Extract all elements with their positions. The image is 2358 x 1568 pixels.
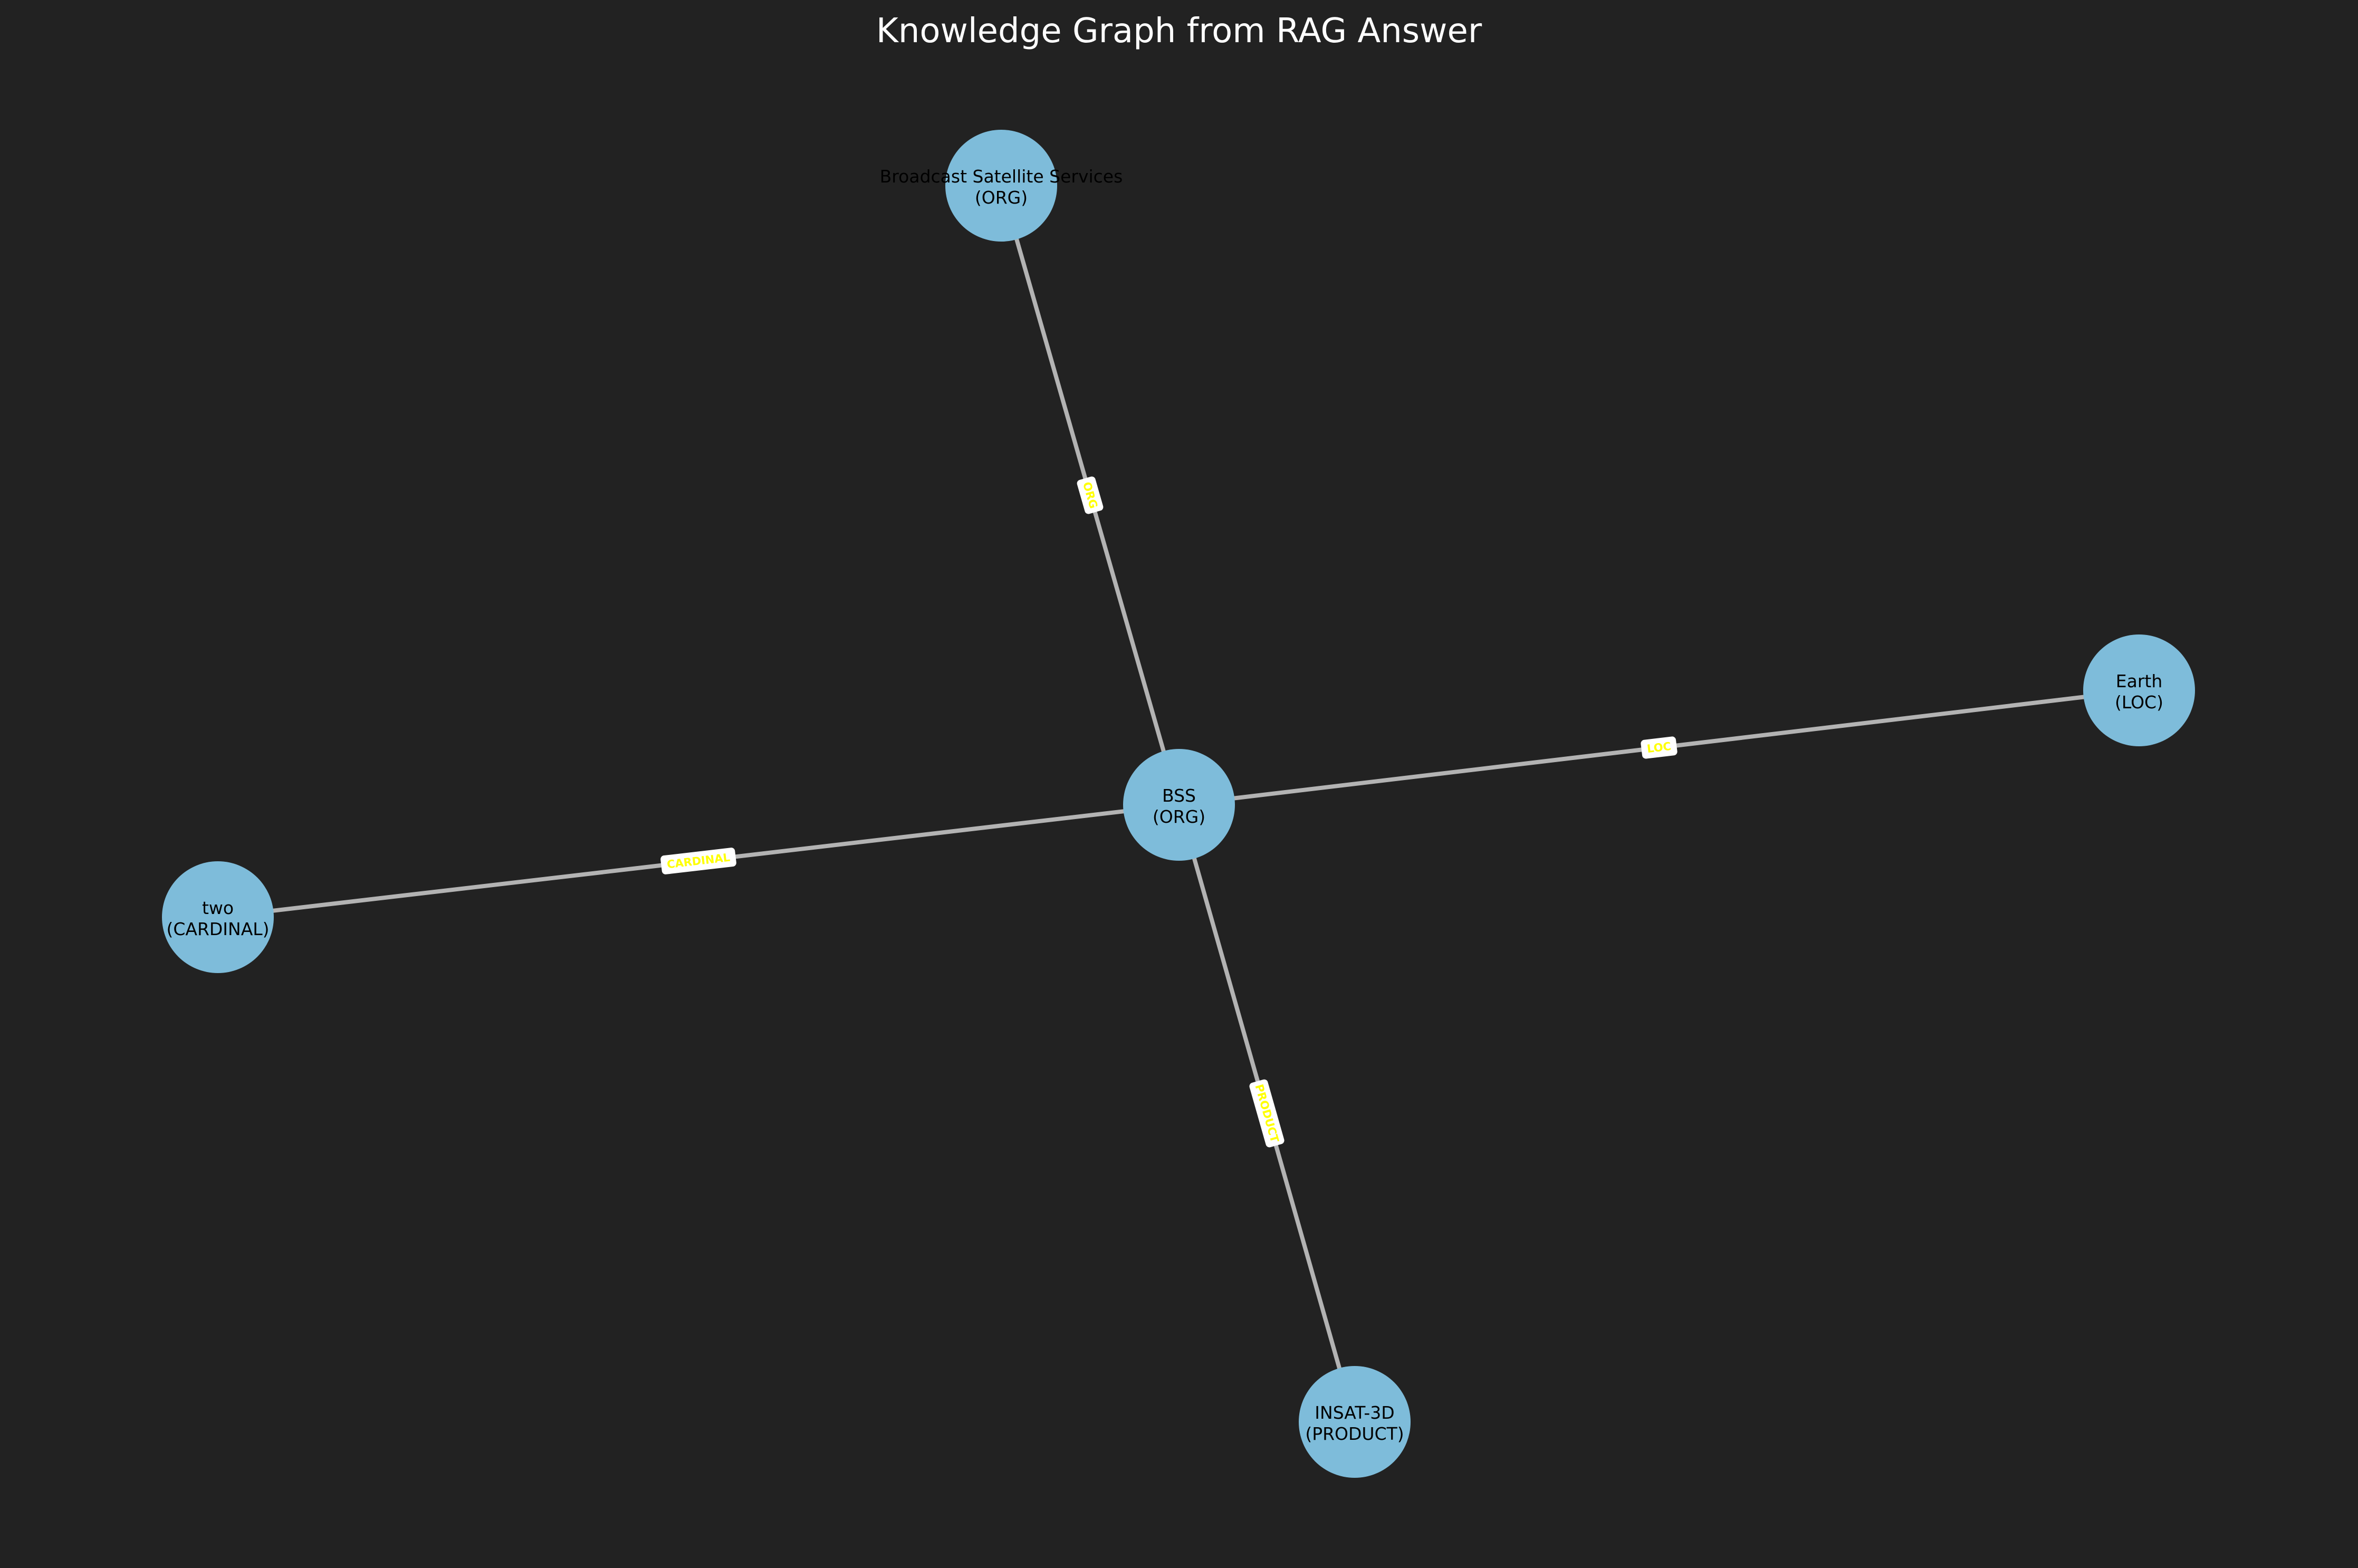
node-earth: Earth(LOC) (2083, 634, 2195, 746)
node-circle (945, 130, 1057, 242)
node-name-label: INSAT-3D (1315, 1402, 1394, 1423)
edge-label-box (1641, 736, 1678, 759)
node-circle (1123, 749, 1235, 861)
node-circle (162, 861, 274, 973)
node-two: two(CARDINAL) (162, 861, 274, 973)
nodes-layer: BSS(ORG)Broadcast Satellite Services(ORG… (162, 130, 2195, 1478)
node-circle (2083, 634, 2195, 746)
edge-label-box (1249, 1079, 1285, 1148)
node-insat: INSAT-3D(PRODUCT) (1299, 1366, 1411, 1478)
node-name-label: two (202, 898, 234, 918)
node-name-label: BSS (1162, 785, 1196, 806)
node-type-label: (ORG) (975, 187, 1028, 208)
edge-label-box (660, 848, 736, 874)
node-type-label: (PRODUCT) (1305, 1423, 1404, 1444)
node-name-label: Earth (2116, 671, 2163, 691)
node-type-label: (CARDINAL) (166, 919, 269, 939)
node-name-label: Broadcast Satellite Services (880, 166, 1123, 187)
node-bss: BSS(ORG) (1123, 749, 1235, 861)
diagram-title: Knowledge Graph from RAG Answer (876, 12, 1482, 51)
node-type-label: (LOC) (2115, 692, 2163, 713)
edge-label-bss-two: CARDINAL (660, 848, 736, 874)
edge-label-box (1077, 476, 1104, 514)
node-type-label: (ORG) (1153, 806, 1205, 827)
node-circle (1299, 1366, 1411, 1478)
edge-label-bss-broadcast: ORG (1077, 476, 1104, 514)
edge-label-bss-earth: LOC (1641, 736, 1678, 759)
node-broadcast: Broadcast Satellite Services(ORG) (880, 130, 1123, 242)
edge-label-text: LOC (1646, 740, 1672, 755)
